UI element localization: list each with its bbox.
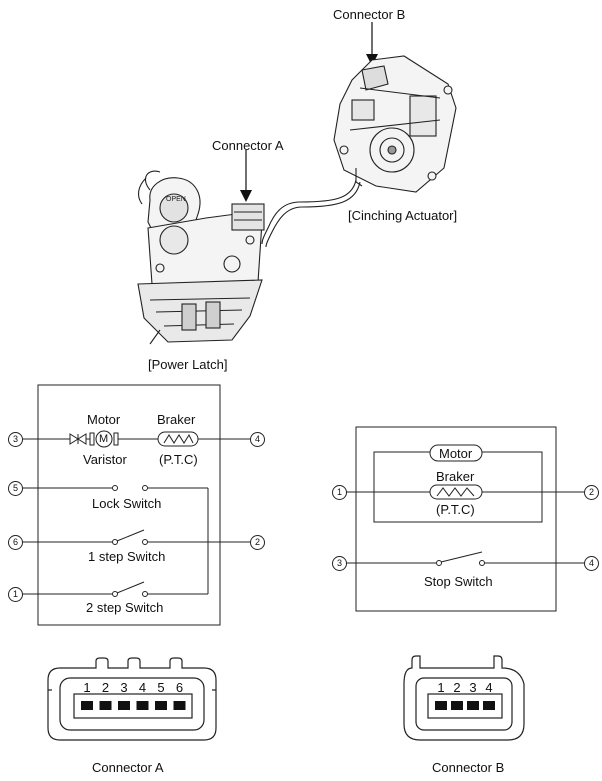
ptc-label: (P.T.C) bbox=[159, 452, 198, 467]
connector-a-pin-blocks bbox=[81, 701, 186, 710]
connector-a-pin-block-4 bbox=[136, 701, 149, 710]
power-latch-label: [Power Latch] bbox=[148, 357, 228, 372]
connector-b-pin-number-4: 4 bbox=[485, 680, 493, 695]
pin-4-marker: 4 bbox=[250, 432, 265, 447]
varistor-label: Varistor bbox=[83, 452, 127, 467]
actuator-pin-1-marker: 1 bbox=[332, 485, 347, 500]
2-step-switch bbox=[22, 581, 208, 597]
cable bbox=[261, 179, 361, 248]
connector-b-pin-number-3: 3 bbox=[469, 680, 477, 695]
connector-a-pin-number-2: 2 bbox=[101, 680, 110, 695]
lock-switch bbox=[22, 485, 209, 594]
connector-b-pin-number-1: 1 bbox=[437, 680, 445, 695]
connector-a-face bbox=[47, 657, 217, 741]
motor-symbol: M bbox=[99, 433, 109, 445]
pin-2-marker: 2 bbox=[250, 535, 265, 550]
connector-a-pin-block-1 bbox=[81, 701, 93, 710]
actuator-braker-label: Braker bbox=[436, 469, 475, 484]
connector-a-caption: Connector A bbox=[92, 760, 164, 775]
pin-3-marker: 3 bbox=[8, 432, 23, 447]
actuator-motor-braker-loop bbox=[344, 444, 584, 523]
actuator-pin-3-marker: 3 bbox=[332, 556, 347, 571]
connector-b-pin-block-3 bbox=[467, 701, 479, 710]
lock-switch-label: Lock Switch bbox=[92, 496, 162, 511]
connector-b-pin-block-2 bbox=[451, 701, 463, 710]
connector-b-pin-block-1 bbox=[435, 701, 447, 710]
connector-b-pin-blocks bbox=[435, 701, 495, 710]
actuator-motor-label: Motor bbox=[439, 446, 473, 461]
connector-a-pin-block-5 bbox=[155, 701, 167, 710]
pin-1-marker: 1 bbox=[8, 587, 23, 602]
latch-circuit-box bbox=[37, 384, 221, 626]
connector-a-pin-number-3: 3 bbox=[120, 680, 128, 695]
connector-b-pin-number-2: 2 bbox=[453, 680, 461, 695]
connector-a-pin-block-6 bbox=[173, 701, 186, 710]
actuator-pin-2-marker: 2 bbox=[584, 485, 599, 500]
connector-a-pin-number-4: 4 bbox=[138, 680, 147, 695]
latch-open-text: OPEN bbox=[166, 196, 186, 203]
connector-a-pin-block-3 bbox=[118, 701, 130, 710]
motor-label: Motor bbox=[87, 412, 121, 427]
cinching-actuator-illustration bbox=[333, 55, 457, 193]
1-step-switch-label: 1 step Switch bbox=[88, 549, 166, 564]
connector-a-arrow bbox=[240, 150, 252, 202]
connector-b-pin-block-4 bbox=[483, 701, 495, 710]
connector-a-pin-number-5: 5 bbox=[157, 680, 165, 695]
braker-label: Braker bbox=[157, 412, 196, 427]
motor-varistor-braker-line bbox=[22, 430, 250, 448]
connector-a-label: Connector A bbox=[212, 138, 284, 153]
stop-switch bbox=[344, 551, 584, 566]
stop-switch-label: Stop Switch bbox=[424, 574, 493, 589]
connector-a-pin-block-2 bbox=[99, 701, 112, 710]
cinching-actuator-label: [Cinching Actuator] bbox=[348, 208, 458, 223]
connector-b-face bbox=[403, 655, 525, 741]
connector-a-pin-number-6: 6 bbox=[175, 680, 184, 695]
connector-a-pin-number-1: 1 bbox=[83, 680, 91, 695]
power-latch-illustration bbox=[137, 170, 265, 345]
pin-6-marker: 6 bbox=[8, 535, 23, 550]
actuator-pin-4-marker: 4 bbox=[584, 556, 599, 571]
actuator-ptc-label: (P.T.C) bbox=[436, 502, 475, 517]
connector-b-caption: Connector B bbox=[432, 760, 505, 775]
connector-b-label: Connector B bbox=[333, 7, 406, 22]
2-step-switch-label: 2 step Switch bbox=[86, 600, 164, 615]
pin-5-marker: 5 bbox=[8, 481, 23, 496]
1-step-switch bbox=[22, 529, 250, 545]
